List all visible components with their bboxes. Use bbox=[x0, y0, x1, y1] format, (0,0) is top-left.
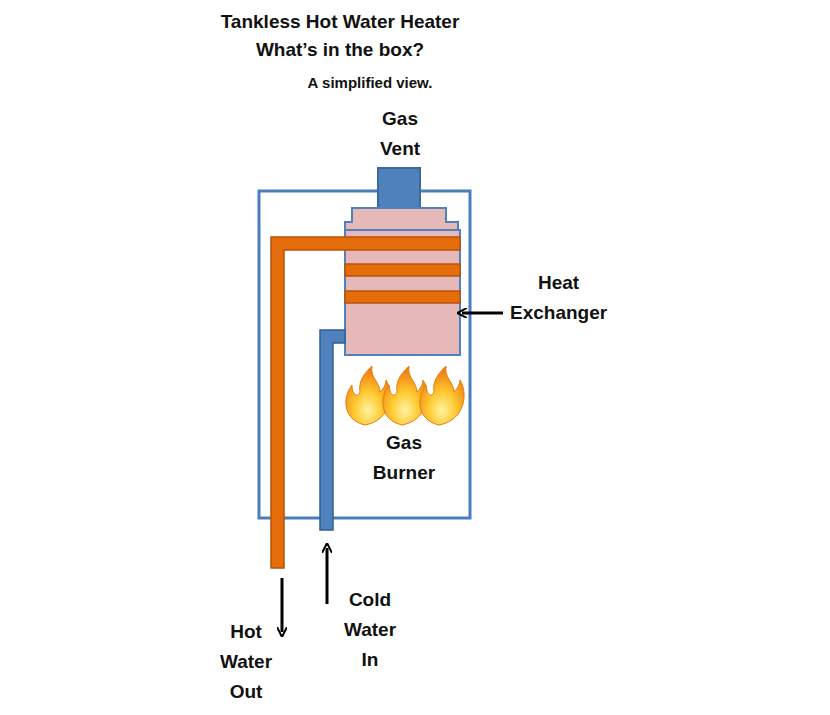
burner-flames bbox=[346, 366, 464, 425]
gas-vent bbox=[378, 168, 420, 208]
flow-label: Cold Water In bbox=[344, 585, 396, 675]
cold-pipe bbox=[320, 330, 345, 530]
pointer-arrow bbox=[462, 312, 503, 315]
flow-arrow bbox=[281, 578, 284, 632]
subtitle: A simplified view. bbox=[308, 73, 433, 93]
coil bbox=[345, 291, 460, 303]
flow-label: Hot Water Out bbox=[220, 617, 272, 707]
part-label: Gas Vent bbox=[380, 104, 420, 164]
coil bbox=[345, 264, 460, 276]
title: Tankless Hot Water Heater What’s in the … bbox=[205, 8, 475, 64]
part-label: Heat Exchanger bbox=[510, 268, 607, 328]
part-label: Gas Burner bbox=[373, 428, 435, 488]
flow-arrow bbox=[326, 548, 329, 604]
exchanger-hood bbox=[345, 208, 458, 232]
